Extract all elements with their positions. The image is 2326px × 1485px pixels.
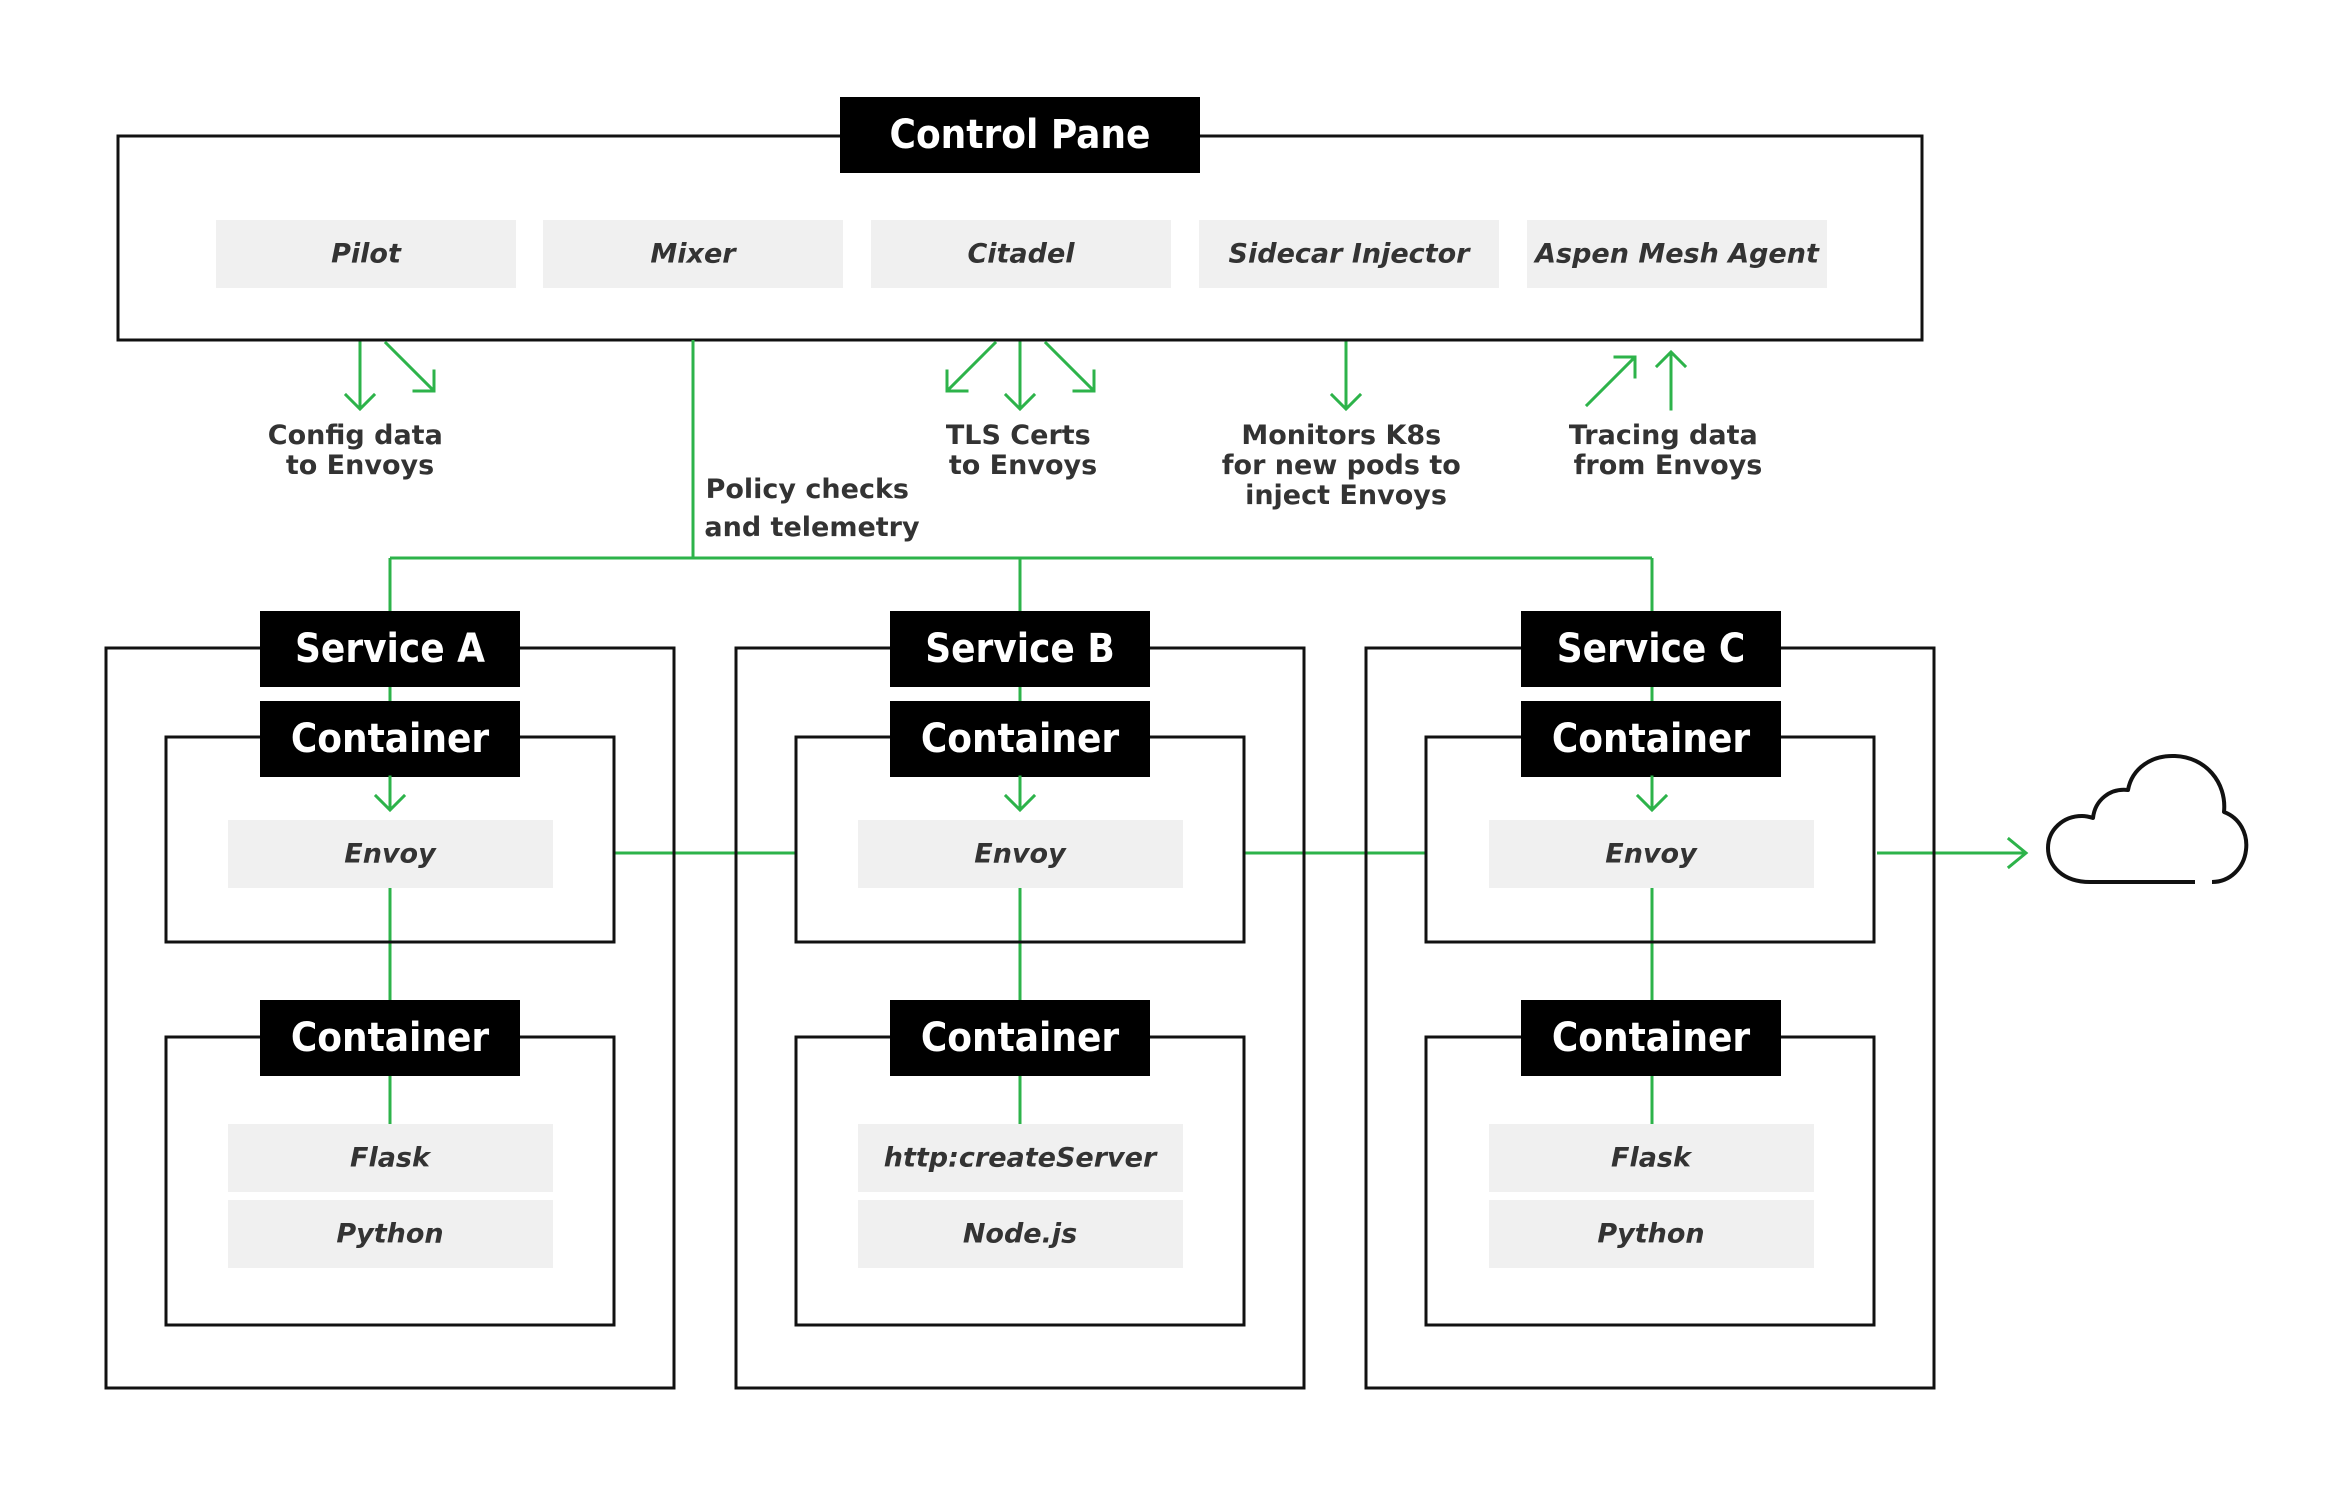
service-b-framework: [858, 1124, 1183, 1192]
service-c-envoy: [1489, 820, 1814, 888]
component-citadel-label: Citadel: [967, 239, 1075, 270]
service-b-envoy-label: Envoy: [974, 839, 1067, 870]
monitor-arrowhead-down: [1329, 392, 1363, 412]
service-c-title: Service C: [1557, 626, 1746, 672]
service-b-framework-label: http:createServer: [884, 1143, 1158, 1174]
config-arrow-diag: [383, 340, 436, 393]
tracing-arrow-diag: [1584, 355, 1637, 408]
service-b-proxy-container-tag: [890, 701, 1150, 777]
service-c-framework: [1489, 1124, 1814, 1192]
service-a-tag: [260, 611, 520, 687]
service-c-app-container-title: Container: [1552, 1015, 1751, 1061]
tls-arrow-left: [945, 340, 998, 393]
service-c-framework-label: Flask: [1611, 1143, 1693, 1174]
control-plane: Control Pane Pilot Mixer Citadel Sidecar…: [116, 97, 1924, 342]
service-c-envoy-label: Envoy: [1605, 839, 1698, 870]
component-citadel: [871, 220, 1171, 288]
component-aspen-mesh-agent-label: Aspen Mesh Agent: [1533, 239, 1820, 270]
service-c-proxy-container-title: Container: [1552, 716, 1751, 762]
service-c-inject-arrowhead: [1635, 793, 1669, 813]
service-c-app-container-tag: [1521, 1000, 1781, 1076]
service-c: Service C Container Envoy Container Flas…: [1364, 611, 1936, 1390]
tls-arrow-right: [1043, 340, 1096, 393]
service-b-title: Service B: [925, 626, 1115, 672]
service-a-title: Service A: [295, 626, 485, 672]
service-b-app-container-title: Container: [921, 1015, 1120, 1061]
config-label: Config data to Envoys: [268, 420, 452, 481]
service-b-tag: [890, 611, 1150, 687]
component-sidecar-injector: [1199, 220, 1499, 288]
service-b: Service B Container Envoy Container http…: [734, 611, 1306, 1390]
monitors-label: Monitors K8s for new pods to inject Envo…: [1222, 420, 1470, 511]
service-a-app-container-title: Container: [291, 1015, 490, 1061]
service-b-runtime-label: Node.js: [963, 1219, 1077, 1250]
service-a-framework-label: Flask: [350, 1143, 432, 1174]
component-aspen-mesh-agent: [1527, 220, 1827, 288]
service-c-runtime: [1489, 1200, 1814, 1268]
service-c-tag: [1521, 611, 1781, 687]
control-plane-tag: [840, 97, 1200, 173]
component-sidecar-injector-label: Sidecar Injector: [1229, 239, 1472, 270]
egress-arrowhead: [2006, 836, 2029, 870]
control-plane-title: Control Pane: [890, 112, 1151, 158]
service-a-proxy-container-tag: [260, 701, 520, 777]
service-a-envoy: [228, 820, 553, 888]
tls-arrowhead-down: [1003, 392, 1037, 412]
flow-arrows: [343, 340, 1688, 412]
service-a-runtime: [228, 1200, 553, 1268]
service-b-runtime: [858, 1200, 1183, 1268]
service-b-envoy: [858, 820, 1183, 888]
component-pilot: [216, 220, 516, 288]
tracing-arrowhead-diag: [1613, 355, 1637, 379]
service-a-inject-arrowhead: [373, 793, 407, 813]
policy-label: Policy checks and telemetry: [704, 474, 920, 543]
config-arrowhead-down: [343, 392, 377, 412]
component-mixer-label: Mixer: [650, 239, 737, 270]
service-b-proxy-container-title: Container: [921, 716, 1120, 762]
component-mixer: [543, 220, 843, 288]
service-a-app-container-tag: [260, 1000, 520, 1076]
service-a: Service A Container Envoy Container Flas…: [104, 611, 676, 1390]
service-a-envoy-label: Envoy: [344, 839, 437, 870]
tls-arrowhead-right: [1072, 369, 1096, 393]
cloud-icon: [2046, 753, 2249, 884]
service-c-proxy-container-tag: [1521, 701, 1781, 777]
service-b-app-container-tag: [890, 1000, 1150, 1076]
service-a-proxy-container-title: Container: [291, 716, 490, 762]
service-a-runtime-label: Python: [336, 1219, 443, 1250]
tracing-arrowhead-up: [1654, 349, 1688, 369]
tls-arrowhead-left: [945, 369, 969, 393]
service-b-inject-arrowhead: [1003, 793, 1037, 813]
service-a-framework: [228, 1124, 553, 1192]
connectors: [388, 340, 2029, 1124]
component-pilot-label: Pilot: [331, 239, 402, 270]
tls-label: TLS Certs to Envoys: [946, 420, 1100, 481]
config-arrowhead-diag: [412, 369, 436, 393]
tracing-label: Tracing data from Envoys: [1569, 420, 1767, 481]
service-c-runtime-label: Python: [1597, 1219, 1704, 1250]
flow-labels: Config data to Envoys Policy checks and …: [268, 420, 1767, 543]
